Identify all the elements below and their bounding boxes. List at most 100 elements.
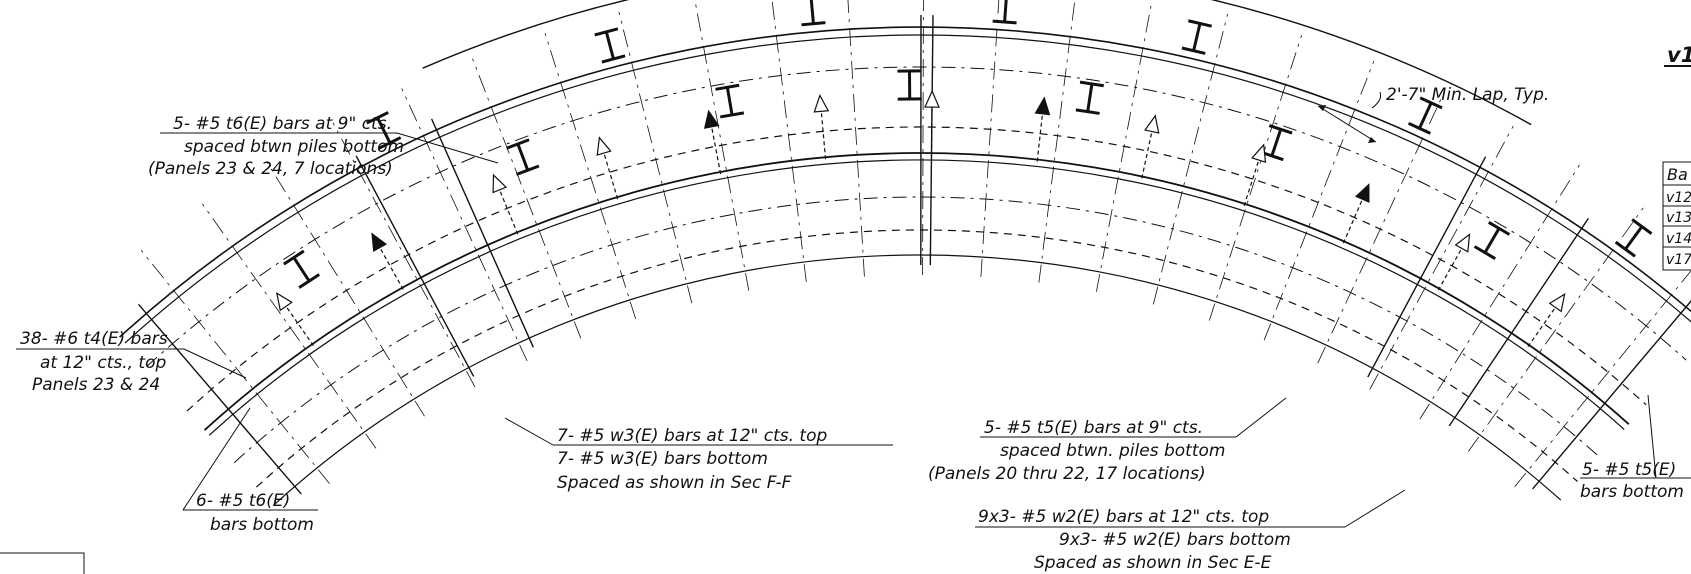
pile-i-beam-icon bbox=[1181, 19, 1213, 55]
deck-inner-edge bbox=[272, 254, 1562, 507]
callout-w2-line1: 9x3- #5 w2(E) bars at 12" cts. top bbox=[978, 507, 1269, 527]
radial-bar-line bbox=[1317, 91, 1445, 364]
radial-bar-line bbox=[544, 32, 637, 320]
callout-w3-line3: Spaced as shown in Sec F-F bbox=[557, 473, 792, 493]
panel-top-edge bbox=[422, 0, 1532, 126]
pile-i-beam-icon bbox=[506, 138, 540, 176]
pile-i-beam-icon bbox=[1473, 221, 1511, 260]
bar-arrow-icon bbox=[1141, 114, 1160, 179]
bar-table-row: v12 bbox=[1666, 190, 1691, 206]
callout-t5-mid-line2: spaced btwn. piles bottom bbox=[1000, 441, 1225, 461]
callout-t5-right: 5- #5 t5(E) bars bottom bbox=[1580, 394, 1691, 502]
radial-bar-line bbox=[140, 249, 330, 484]
deck-girder-line-inner bbox=[208, 159, 1625, 436]
callout-lap: 2'-7" Min. Lap, Typ. bbox=[1317, 85, 1549, 143]
bar-arrow-icon bbox=[371, 232, 404, 290]
bar-marks bbox=[275, 0, 1653, 348]
callout-w2: 9x3- #5 w2(E) bars at 12" cts. top 9x3- … bbox=[975, 489, 1406, 573]
radial-bar-line bbox=[1419, 164, 1580, 420]
radial-bar-line bbox=[771, 0, 807, 282]
callout-t5-right-line2: bars bottom bbox=[1580, 482, 1684, 502]
radial-bar-line bbox=[1467, 207, 1644, 452]
pile-i-beam-icon bbox=[715, 83, 745, 119]
radial-bar-line bbox=[1263, 60, 1375, 341]
pile-i-beam-icon bbox=[801, 0, 826, 27]
deck-centerline-outer bbox=[146, 66, 1687, 367]
deck-arc-lines bbox=[119, 0, 1691, 507]
radial-bar-line bbox=[201, 203, 377, 449]
radial-bar-line bbox=[266, 161, 425, 417]
radial-bar-line bbox=[1369, 125, 1514, 390]
deck-girder-line bbox=[203, 152, 1630, 431]
deck-centerline-inner bbox=[233, 196, 1600, 464]
callout-t6-top: 5- #5 t6(E) bars at 9" cts. spaced btwn … bbox=[148, 114, 499, 179]
callout-t6-bottom: 6- #5 t6(E) bars bottom bbox=[182, 407, 318, 535]
radial-bar-line bbox=[332, 122, 476, 388]
callout-w3-line1: 7- #5 w3(E) bars at 12" cts. top bbox=[557, 426, 827, 446]
bar-table-row: v14 bbox=[1666, 231, 1691, 247]
bar-arrow-icon bbox=[1034, 96, 1051, 162]
callout-t4-line2: at 12" cts., top bbox=[40, 353, 166, 373]
radial-bar-line bbox=[401, 88, 528, 362]
pile-i-beam-icon bbox=[594, 27, 626, 64]
bar-arrow-icon bbox=[924, 89, 940, 156]
callout-w3: 7- #5 w3(E) bars at 12" cts. top 7- #5 w… bbox=[504, 417, 893, 493]
callout-t6-bottom-line2: bars bottom bbox=[210, 515, 314, 535]
callout-t4-line1: 38- #6 t4(E) bars bbox=[20, 329, 168, 349]
callout-t5-right-line1: 5- #5 t5(E) bbox=[1582, 460, 1676, 480]
callout-w2-line2: 9x3- #5 w2(E) bars bottom bbox=[1059, 530, 1291, 550]
callout-w3-line2: 7- #5 w3(E) bars bottom bbox=[557, 449, 768, 469]
callout-w2-line3: Spaced as shown in Sec E-E bbox=[1034, 553, 1272, 573]
radial-bar-line bbox=[922, 0, 924, 276]
bar-arrow-icon bbox=[1527, 293, 1566, 348]
pile-i-beam-icon bbox=[366, 111, 402, 150]
bar-line-dashed-inner bbox=[255, 229, 1578, 488]
pile-i-beam-icon bbox=[1075, 80, 1104, 115]
radial-bar-line bbox=[1096, 0, 1153, 292]
deck-outer-edge-inner bbox=[124, 34, 1691, 344]
bar-arrow-icon bbox=[1342, 183, 1370, 244]
bar-arrow-icon bbox=[1437, 233, 1471, 291]
pile-i-beam-icon bbox=[1407, 96, 1443, 135]
bar-arrow-icon bbox=[703, 109, 722, 175]
bar-table: Ba v12 v13 v14 v17 bbox=[1662, 161, 1691, 271]
bar-arrow-icon bbox=[492, 173, 519, 235]
radial-bar-line bbox=[980, 0, 1000, 278]
radial-bar-line bbox=[1152, 13, 1229, 305]
panel-joint-line bbox=[137, 303, 302, 495]
callout-t6-top-line2: spaced btwn piles bottom bbox=[184, 137, 404, 157]
deck-outer-edge bbox=[119, 26, 1691, 338]
callout-t4-line3: Panels 23 & 24 bbox=[32, 375, 160, 395]
bar-table-row: v13 bbox=[1666, 210, 1691, 226]
bar-arrow-icon bbox=[596, 136, 619, 200]
radial-bar-line bbox=[1038, 0, 1076, 283]
radial-bar-line bbox=[694, 0, 750, 291]
callout-t6-top-line1: 5- #5 t6(E) bars at 9" cts. bbox=[173, 114, 392, 134]
pile-i-beam-icon bbox=[992, 0, 1017, 25]
pile-i-beam-icon bbox=[1614, 218, 1653, 258]
section-title-text: v1 bbox=[1667, 43, 1691, 67]
callout-lap-line1: 2'-7" Min. Lap, Typ. bbox=[1386, 85, 1549, 105]
bar-arrow-icon bbox=[1243, 143, 1267, 206]
panel-joint-line bbox=[1532, 300, 1691, 490]
callout-t5-mid-line1: 5- #5 t5(E) bars at 9" cts. bbox=[984, 418, 1203, 438]
bar-arrow-icon bbox=[275, 291, 314, 347]
pile-i-beam-icon bbox=[282, 249, 321, 289]
frame-corner bbox=[0, 552, 85, 574]
panel-joint-line bbox=[430, 118, 534, 348]
radial-bar-line bbox=[1208, 35, 1302, 321]
bar-table-row: v17 bbox=[1666, 252, 1691, 268]
bar-arrow-icon bbox=[813, 93, 830, 160]
callout-t5-mid: 5- #5 t5(E) bars at 9" cts. spaced btwn.… bbox=[928, 397, 1287, 484]
bar-table-header: Ba bbox=[1667, 165, 1688, 184]
bar-line-dashed-outer bbox=[186, 126, 1647, 412]
callout-t6-bottom-line1: 6- #5 t6(E) bbox=[196, 491, 290, 511]
callout-t4: 38- #6 t4(E) bars at 12" cts., top Panel… bbox=[16, 329, 247, 395]
radial-bar-line bbox=[472, 58, 582, 339]
radial-bar-line bbox=[1514, 270, 1691, 488]
section-title: v1 bbox=[1664, 43, 1691, 67]
panel-joint-line bbox=[1448, 218, 1589, 427]
pile-i-beam-icon bbox=[897, 69, 922, 101]
panel-joint-line bbox=[355, 155, 475, 377]
